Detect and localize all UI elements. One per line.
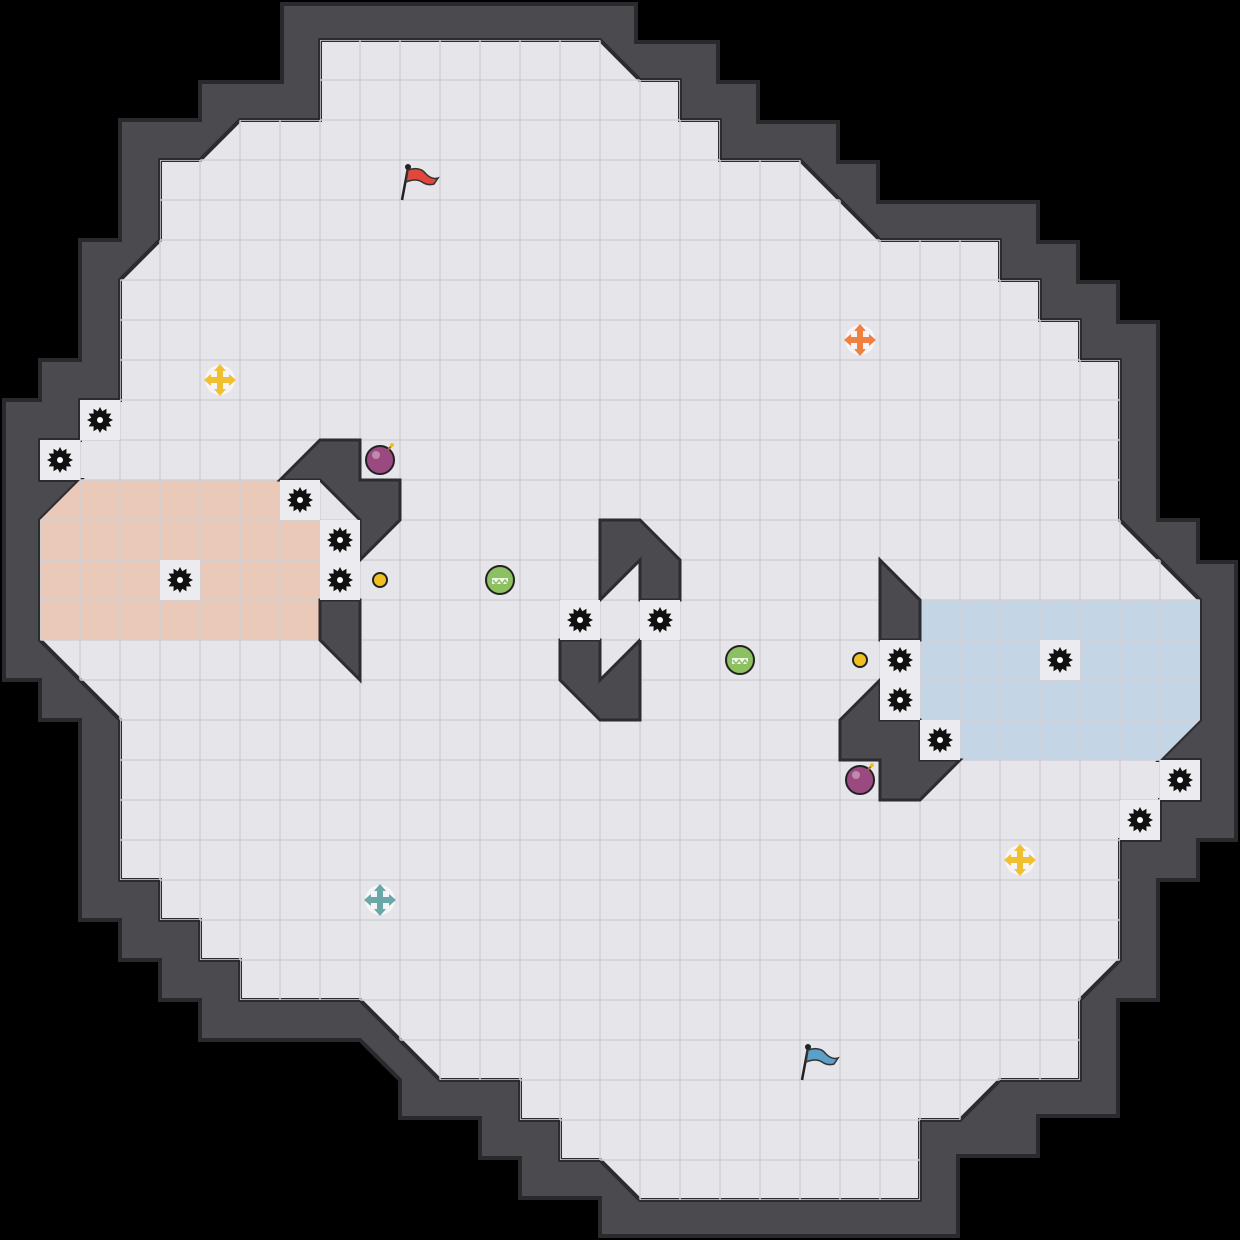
red-flag-icon <box>400 164 440 201</box>
spike-icon <box>1040 640 1080 680</box>
boost-arrows-icon <box>364 884 396 916</box>
powerup-bar-h <box>369 897 391 903</box>
powerup-bar-h <box>849 337 871 343</box>
gate-button-icon[interactable] <box>852 652 868 668</box>
spike-icon <box>880 640 920 680</box>
bomb-icon <box>845 763 875 795</box>
arrow-down <box>374 909 386 916</box>
powerup-bar-h <box>209 377 231 383</box>
speed-pad-icon <box>485 565 515 595</box>
spike-icon <box>880 680 920 720</box>
spike-icon <box>560 600 600 640</box>
blue-flag-icon <box>800 1044 840 1081</box>
spike-icon <box>1160 760 1200 800</box>
spike-center <box>1137 817 1143 823</box>
spike-icon <box>920 720 960 760</box>
spike-center <box>97 417 103 423</box>
arrow-up <box>1014 844 1026 851</box>
pad-zigzag <box>492 578 509 586</box>
boost-arrows-icon <box>844 324 876 356</box>
spike-icon <box>1120 800 1160 840</box>
arrow-up <box>374 884 386 891</box>
spike-icon <box>320 520 360 560</box>
spike-icon <box>640 600 680 640</box>
inner-walls <box>276 438 964 802</box>
arrow-right <box>1029 854 1036 866</box>
inner-wall-center-bottom <box>558 636 642 722</box>
arrow-down <box>1014 869 1026 876</box>
spike-center <box>897 697 903 703</box>
boost-arrows-icon <box>204 364 236 396</box>
arrow-left <box>204 374 211 386</box>
arrow-left <box>364 894 371 906</box>
spike-center <box>337 537 343 543</box>
arrow-right <box>389 894 396 906</box>
bomb-shine <box>372 451 380 459</box>
arrow-right <box>229 374 236 386</box>
bomb-icon <box>365 443 395 475</box>
flag-pole-top <box>805 1044 811 1050</box>
spike-center <box>177 577 183 583</box>
inner-wall-left-top <box>276 438 402 564</box>
spike-center <box>897 657 903 663</box>
arrow-up <box>214 364 226 371</box>
arrow-left <box>844 334 851 346</box>
spike-center <box>577 617 583 623</box>
spike-center <box>337 577 343 583</box>
arrow-right <box>869 334 876 346</box>
arrow-down <box>214 389 226 396</box>
bomb-body <box>365 445 395 475</box>
flag-cloth <box>405 167 440 186</box>
spike-center <box>57 457 63 463</box>
boost-arrows-icon <box>1004 844 1036 876</box>
arrow-left <box>1004 854 1011 866</box>
spike-icon <box>320 560 360 600</box>
spike-center <box>937 737 943 743</box>
spike-icon <box>80 400 120 440</box>
speed-pad-icon <box>725 645 755 675</box>
flag-cloth <box>805 1047 840 1066</box>
spike-center <box>1057 657 1063 663</box>
bomb-body <box>845 765 875 795</box>
flag-pole-top <box>405 164 411 170</box>
arrow-down <box>854 349 866 356</box>
pad-zigzag <box>732 658 749 666</box>
spike-center <box>1177 777 1183 783</box>
map-objects <box>40 164 1200 1081</box>
spike-icon <box>160 560 200 600</box>
powerup-bar-h <box>1009 857 1031 863</box>
spike-icon <box>40 440 80 480</box>
spike-center <box>297 497 303 503</box>
bomb-spark <box>870 763 874 767</box>
spike-icon <box>280 480 320 520</box>
bomb-spark <box>390 443 394 447</box>
spike-center <box>657 617 663 623</box>
bomb-shine <box>852 771 860 779</box>
arrow-up <box>854 324 866 331</box>
gate-button-icon[interactable] <box>372 572 388 588</box>
